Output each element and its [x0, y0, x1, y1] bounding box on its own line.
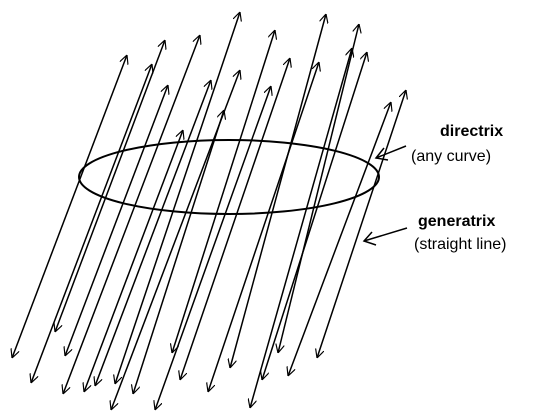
generatrix-arrow-13	[180, 58, 290, 380]
generatrix-arrow-20	[317, 90, 406, 358]
generatrix-arrow-4	[65, 85, 168, 356]
generatrix-arrow-19	[288, 102, 391, 376]
directrix-label: directrix	[440, 123, 504, 140]
directrix-pointer-arrow	[374, 145, 407, 161]
generatrix-arrow-17	[262, 52, 367, 380]
generatrix-arrow-1	[12, 55, 127, 358]
directrix-curve	[78, 139, 380, 215]
generatrix-lines	[12, 12, 406, 410]
generatrix-arrow-3	[55, 40, 165, 332]
generatrix-arrow-2	[31, 64, 152, 383]
generatrix-arrow-12	[172, 30, 275, 353]
directrix-description: (any curve)	[411, 148, 492, 165]
generatrix-arrow-18	[278, 24, 359, 353]
generatrix-pointer-arrow	[362, 227, 408, 246]
generatrix-label: generatrix	[418, 213, 496, 230]
generatrix-arrow-10	[133, 110, 224, 394]
generatrix-description: (straight line)	[414, 236, 507, 253]
